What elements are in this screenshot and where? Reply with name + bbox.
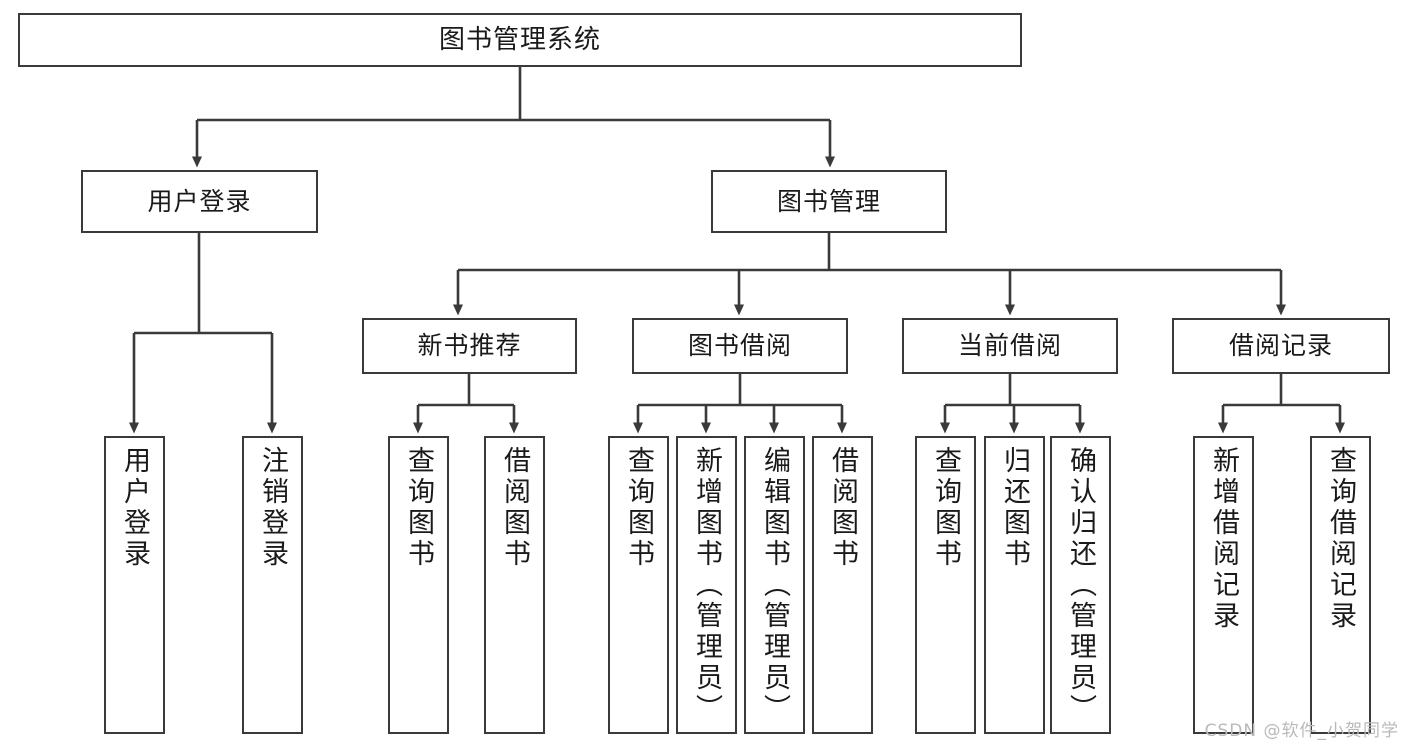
node-label: 借阅记录 [1228,331,1333,361]
node-user-login[interactable]: 用户登录 [81,170,318,233]
leaf-label: 借阅图书 [499,446,530,570]
leaf-user-login-logout[interactable]: 注销登录 [242,436,303,734]
leaf-user-login-login[interactable]: 用户登录 [104,436,165,734]
leaf-recommend-borrow-book[interactable]: 借阅图书 [484,436,545,734]
leaf-record-add-record[interactable]: 新增借阅记录 [1193,436,1254,734]
leaf-label: 用户登录 [119,446,150,570]
node-label: 图书借阅 [687,331,792,361]
leaf-label: 新增借阅记录 [1208,446,1239,632]
leaf-borrow-edit-book[interactable]: 编辑图书（管理员） [744,436,805,734]
leaf-label: 编辑图书（管理员） [759,446,790,725]
leaf-current-confirm-return[interactable]: 确认归还（管理员） [1050,436,1111,734]
leaf-recommend-query-book[interactable]: 查询图书 [388,436,449,734]
leaf-current-query-book[interactable]: 查询图书 [915,436,976,734]
leaf-label: 查询图书 [623,446,654,570]
leaf-label: 查询借阅记录 [1325,446,1356,632]
leaf-label: 查询图书 [930,446,961,570]
leaf-label: 新增图书（管理员） [691,446,722,725]
leaf-label: 归还图书 [999,446,1030,570]
leaf-label: 查询图书 [403,446,434,570]
leaf-label: 确认归还（管理员） [1065,446,1096,725]
node-root-system[interactable]: 图书管理系统 [18,13,1022,67]
node-borrow-record[interactable]: 借阅记录 [1172,318,1390,374]
leaf-current-return-book[interactable]: 归还图书 [984,436,1045,734]
leaf-label: 注销登录 [257,446,288,570]
node-book-management[interactable]: 图书管理 [711,170,947,233]
node-current-borrow[interactable]: 当前借阅 [902,318,1118,374]
leaf-borrow-query-book[interactable]: 查询图书 [608,436,669,734]
node-label: 当前借阅 [957,331,1062,361]
leaf-borrow-borrow-book[interactable]: 借阅图书 [812,436,873,734]
leaf-record-query-record[interactable]: 查询借阅记录 [1310,436,1371,734]
node-label: 用户登录 [147,186,252,216]
leaf-label: 借阅图书 [827,446,858,570]
node-label: 新书推荐 [417,331,522,361]
node-new-book-recommend[interactable]: 新书推荐 [362,318,577,374]
watermark: CSDN @软件_小贺同学 [1204,721,1399,741]
node-label: 图书管理 [776,186,881,216]
node-label: 图书管理系统 [438,24,601,55]
leaf-borrow-add-book[interactable]: 新增图书（管理员） [676,436,737,734]
node-book-borrow[interactable]: 图书借阅 [632,318,848,374]
